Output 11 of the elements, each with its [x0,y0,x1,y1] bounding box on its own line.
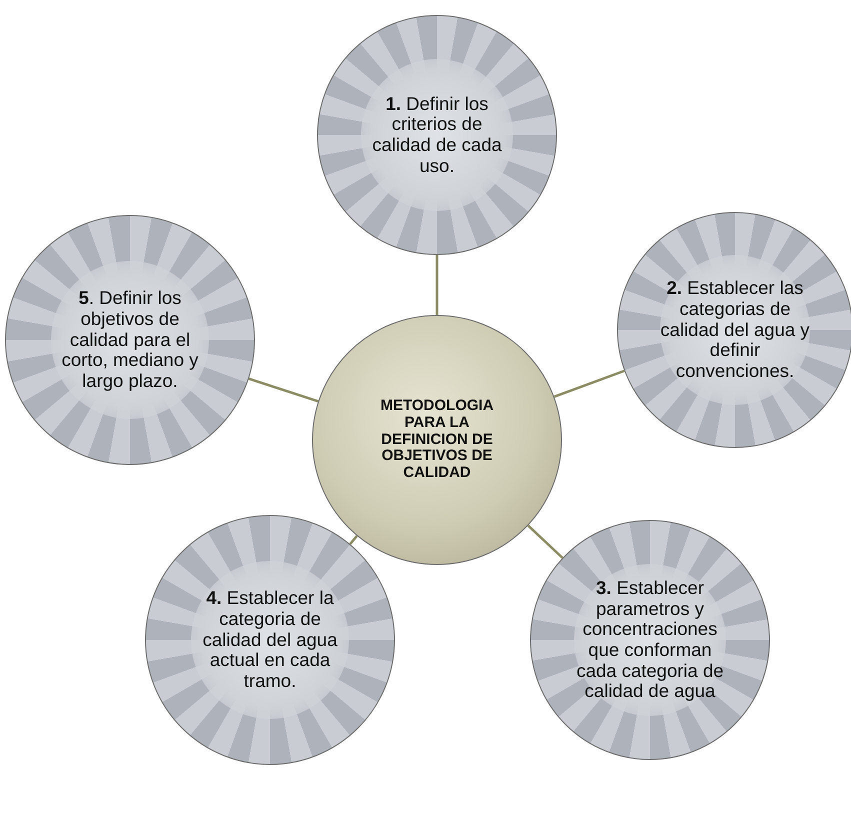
connector-line [436,255,438,315]
step-text: 5. Definir los objetivos de calidad para el corto, mediano y largo plazo. [60,288,200,392]
connector-line [554,370,625,398]
step-text: 2. Establecer las categorias de calidad del agua y definir convenciones. [660,278,810,382]
connector-line [527,524,564,559]
step-text: 4. Establecer la categoria de calidad del agua actual en cada tramo. [202,588,338,692]
step-text: 3. Establecer parametros y concentraciones que conforman cada categoria de calidad de agua [575,578,725,702]
connector-line [349,535,358,545]
central-title: METODOLOGIA PARA LA DEFINICION DE OBJETIVOS DE CALIDAD [379,398,495,482]
connector-line [248,378,319,402]
step-text: 1. Definir los criterios de calidad de cada uso. [371,94,503,176]
